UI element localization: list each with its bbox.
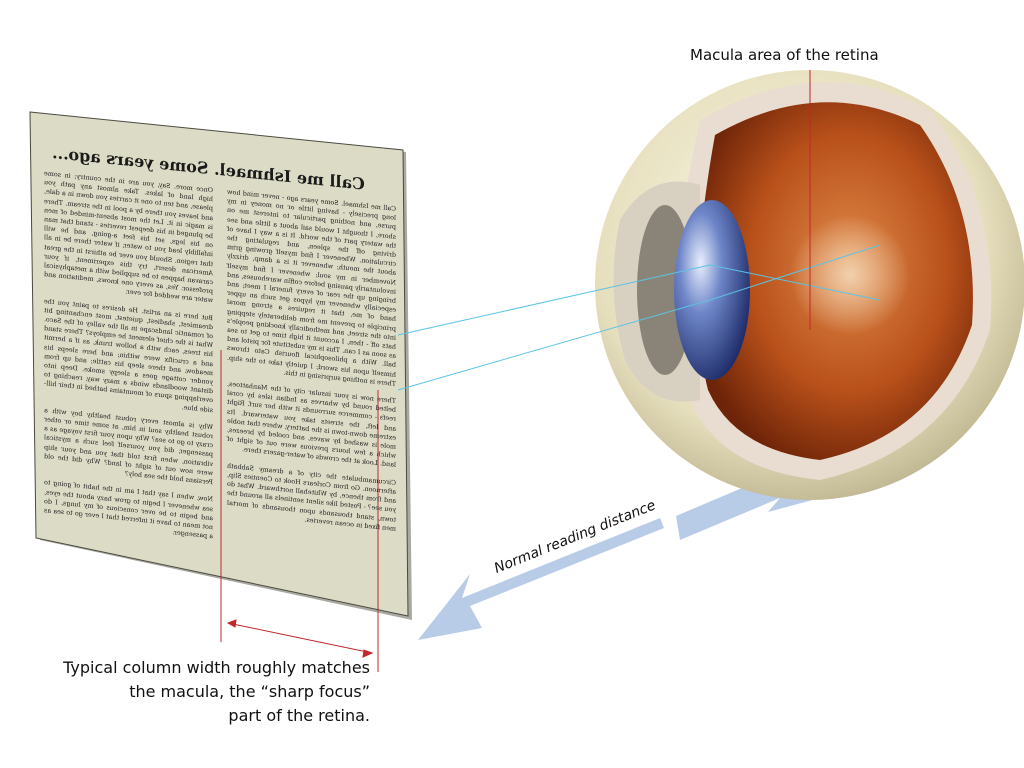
printed-page xyxy=(29,111,412,620)
paragraph: Now, when I say that I am in the habit o… xyxy=(44,478,213,541)
paragraph: Why is almost every robust healthy boy w… xyxy=(44,405,213,487)
caption-line: Typical column width roughly matches xyxy=(63,658,370,677)
caption-line: the macula, the “sharp focus” xyxy=(129,682,370,701)
paragraph: Call me Ishmael. Some years ago - never … xyxy=(227,187,396,388)
mirrored-page-text: Call me Ishmael. Some years ago... Call … xyxy=(44,142,396,568)
macula-label: Macula area of the retina xyxy=(690,46,879,64)
macula-area xyxy=(790,215,910,335)
paragraph: There now is your insular city of the Ma… xyxy=(227,379,396,470)
paragraph: Circumambulate the city of a dreamy Sabb… xyxy=(227,461,396,533)
column-width-caption: Typical column width roughly matches the… xyxy=(40,656,370,728)
text-column-1: Call me Ishmael. Some years ago - never … xyxy=(227,188,396,568)
column-width-markers xyxy=(220,350,379,672)
paragraph: Once more. Say, you are in the country; … xyxy=(44,169,213,305)
text-column-2: Once more. Say, you are in the country; … xyxy=(44,169,213,549)
paragraph: But here is an artist. He desires to pai… xyxy=(44,296,213,414)
light-rays xyxy=(397,244,881,391)
lens xyxy=(674,200,750,380)
caption-line: part of the retina. xyxy=(228,706,370,725)
